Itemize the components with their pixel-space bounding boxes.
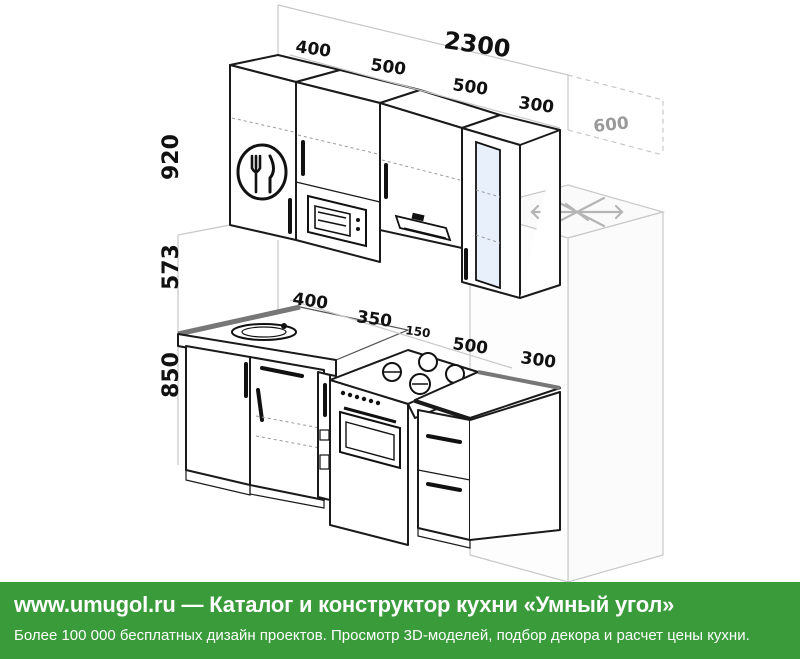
glass-panel xyxy=(475,140,501,290)
dimension-labels: 2300 400 500 500 300 600 920 573 850 400… xyxy=(159,26,630,398)
dim-height-gap: 573 xyxy=(159,244,184,290)
cooktop-burners xyxy=(382,352,465,395)
oven-door xyxy=(339,406,401,470)
dim-base-300: 300 xyxy=(519,348,557,373)
sink xyxy=(231,323,297,341)
upper-cabinets xyxy=(229,54,561,299)
dim-upper-300: 300 xyxy=(517,93,555,118)
banner-title[interactable]: www.umugol.ru — Каталог и конструктор ку… xyxy=(14,592,675,617)
footer-banner: www.umugol.ru — Каталог и конструктор ку… xyxy=(0,582,800,659)
dim-base-150: 150 xyxy=(405,323,432,340)
base-cabinets xyxy=(177,304,561,549)
dim-base-400: 400 xyxy=(291,289,329,314)
wall-outline xyxy=(177,4,664,465)
dim-fridge-600: 600 xyxy=(592,113,630,137)
banner-subtitle: Более 100 000 бесплатных дизайн проектов… xyxy=(14,627,750,644)
dim-upper-500-b: 500 xyxy=(451,75,489,100)
dimension-lines xyxy=(289,54,561,369)
dim-upper-400: 400 xyxy=(294,37,332,62)
dim-upper-500-a: 500 xyxy=(369,55,407,80)
microwave xyxy=(307,194,367,248)
dim-total-width: 2300 xyxy=(442,26,512,63)
cutlery-icon xyxy=(236,143,288,201)
dim-height-base: 850 xyxy=(159,352,184,398)
dim-base-500: 500 xyxy=(451,334,489,359)
dim-base-350: 350 xyxy=(355,307,393,332)
base-cabinet-400 xyxy=(185,345,251,486)
dim-height-upper: 920 xyxy=(159,134,184,180)
hood xyxy=(394,212,452,242)
oven-knobs xyxy=(340,390,381,406)
kitchen-diagram: 2300 400 500 500 300 600 920 573 850 400… xyxy=(159,4,666,582)
